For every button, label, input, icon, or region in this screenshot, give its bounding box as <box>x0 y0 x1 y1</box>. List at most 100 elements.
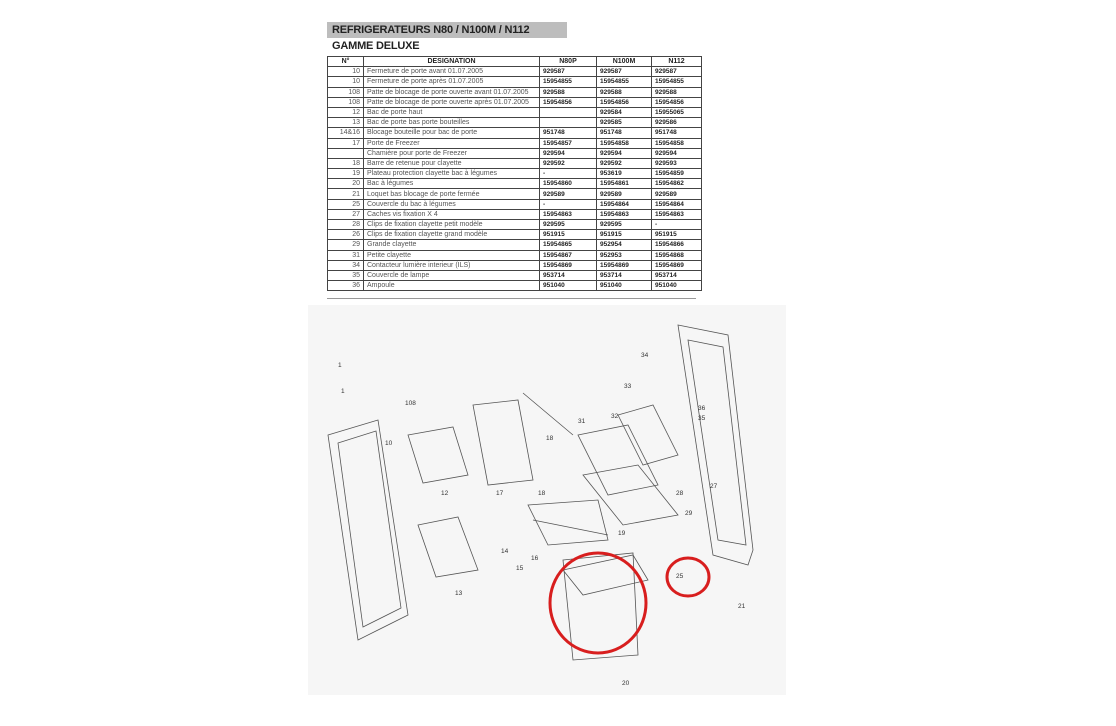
part-label: 27 <box>710 483 718 490</box>
cell-n100m: 15954861 <box>596 178 652 190</box>
cell-n80p <box>539 106 597 119</box>
cell-number <box>327 147 364 159</box>
bar-18b <box>532 519 609 536</box>
cell-n100m: 929595 <box>596 218 652 231</box>
cell-n80p: 929587 <box>539 66 597 78</box>
door-bin-12 <box>407 426 469 484</box>
part-label: 31 <box>578 418 586 425</box>
shelf-31 <box>577 424 659 496</box>
cell-designation: Patte de blocage de porte ouverte après … <box>363 96 540 108</box>
cell-number: 27 <box>327 208 364 221</box>
cell-n100m: 929589 <box>596 188 652 200</box>
highlight-circle-25 <box>665 556 711 598</box>
cell-designation: Couvercle de lampe <box>363 269 540 282</box>
cell-designation: Clips de fixation clayette petit modèle <box>363 218 540 231</box>
part-label: 32 <box>611 413 619 420</box>
cell-n100m: 951748 <box>596 127 652 139</box>
cell-n80p: 15954867 <box>539 249 597 261</box>
cell-n112: 929588 <box>651 86 702 98</box>
shelf-29 <box>582 464 679 526</box>
cell-designation: Plateau protection clayette bac à légume… <box>363 168 540 180</box>
part-label: 33 <box>624 383 632 390</box>
part-label: 34 <box>641 352 649 359</box>
cell-designation: Grande clayette <box>363 239 540 251</box>
part-label: 18 <box>538 490 546 497</box>
cell-designation: Ampoule <box>363 280 540 292</box>
divider <box>327 298 696 299</box>
cell-n80p: 951040 <box>539 280 597 292</box>
cell-n100m: 951040 <box>596 280 652 292</box>
cell-n112: 929587 <box>651 66 702 78</box>
cell-n112: 15954858 <box>651 137 702 149</box>
cell-n80p: 951748 <box>539 127 597 139</box>
cell-n80p: 15954869 <box>539 259 597 271</box>
door-bin-13 <box>417 516 479 578</box>
part-label: 16 <box>531 555 539 562</box>
freezer-door-17 <box>472 399 534 486</box>
cell-n80p: 15954855 <box>539 76 597 88</box>
cell-n80p: 929588 <box>539 86 597 98</box>
col-designation: DESIGNATION <box>363 55 540 68</box>
cell-number: 34 <box>327 259 364 271</box>
cell-n112: 951915 <box>651 229 702 241</box>
cell-n100m: 929584 <box>596 106 652 119</box>
cell-number: 13 <box>327 117 364 129</box>
cell-n80p: 929594 <box>539 147 597 159</box>
cell-n112: - <box>651 218 702 231</box>
cell-n112: 951748 <box>651 127 702 139</box>
cell-n100m: 15954855 <box>596 76 652 88</box>
cell-number: 20 <box>327 178 364 190</box>
cell-n100m: 952953 <box>596 249 652 261</box>
bar-18 <box>522 392 574 436</box>
cell-number: 12 <box>327 106 364 119</box>
cell-designation: Clips de fixation clayette grand modèle <box>363 229 540 241</box>
cell-number: 10 <box>327 66 364 78</box>
cell-n100m: 951915 <box>596 229 652 241</box>
cell-number: 10 <box>327 76 364 88</box>
cell-number: 28 <box>327 218 364 231</box>
part-label: 12 <box>441 490 449 497</box>
part-label: 25 <box>676 573 684 580</box>
cell-number: 36 <box>327 280 364 292</box>
cell-number: 108 <box>327 96 364 108</box>
cell-number: 29 <box>327 239 364 251</box>
cell-n100m: 929594 <box>596 147 652 159</box>
cell-n100m: 15954858 <box>596 137 652 149</box>
cell-number: 31 <box>327 249 364 261</box>
col-n80p: N80P <box>539 55 597 68</box>
cell-designation: Couvercle du bac à légumes <box>363 198 540 210</box>
evaporator-33 <box>617 404 679 466</box>
cell-n80p: 15954865 <box>539 239 597 251</box>
cell-designation: Bac de porte haut <box>363 106 540 119</box>
col-number: N° <box>327 55 364 68</box>
col-n112: N112 <box>651 55 702 68</box>
part-label: 21 <box>738 603 746 610</box>
cell-n100m: 929588 <box>596 86 652 98</box>
cell-designation: Bac à légumes <box>363 178 540 190</box>
cell-n80p: - <box>539 198 597 210</box>
cell-n100m: 929587 <box>596 66 652 78</box>
cell-n100m: 952954 <box>596 239 652 251</box>
cell-n112: 929586 <box>651 117 702 129</box>
cell-designation: Patte de blocage de porte ouverte avant … <box>363 86 540 98</box>
part-label: 14 <box>501 548 509 555</box>
cell-number: 25 <box>327 198 364 210</box>
cell-number: 14&16 <box>327 127 364 139</box>
cabinet-door <box>677 324 754 566</box>
cell-n80p <box>539 117 597 129</box>
part-label: 19 <box>618 530 626 537</box>
cell-designation: Chamière pour porte de Freezer <box>363 147 540 159</box>
part-label: 35 <box>698 415 706 422</box>
